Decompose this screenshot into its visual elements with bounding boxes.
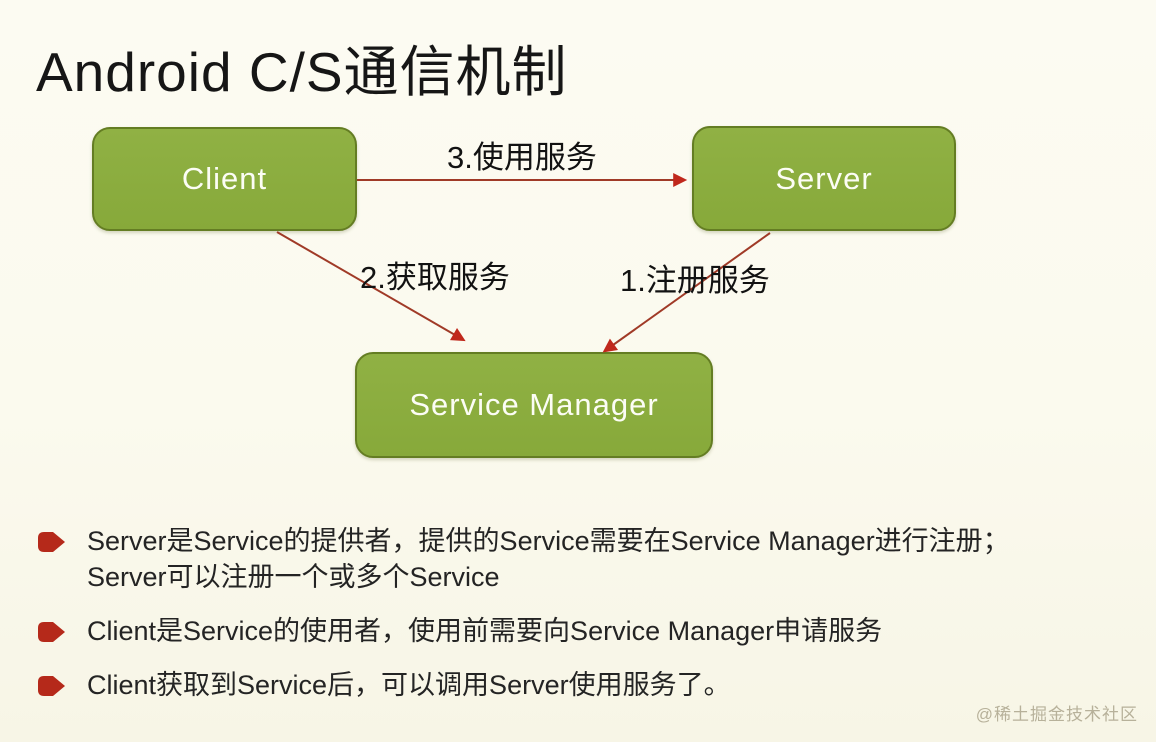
bullet-line: Server是Service的提供者，提供的Service需要在Service … (87, 526, 1010, 556)
diagram-node-service-manager: Service Manager (355, 352, 713, 458)
edge-label-use-service: 3.使用服务 (447, 140, 597, 175)
bullet-line: Server可以注册一个或多个Service (87, 562, 500, 592)
red-flag-bullet-icon (38, 532, 65, 552)
edge-label-register-service: 1.注册服务 (620, 263, 770, 298)
diagram-node-server: Server (692, 126, 956, 231)
red-flag-bullet-icon (38, 622, 65, 642)
edge-label-get-service: 2.获取服务 (360, 260, 510, 295)
bullet-item: Client获取到Service后，可以调用Server使用服务了。 (36, 667, 1142, 703)
bullet-line: Client获取到Service后，可以调用Server使用服务了。 (87, 670, 731, 700)
bullet-text: Client获取到Service后，可以调用Server使用服务了。 (87, 667, 731, 703)
node-server-label: Server (775, 160, 873, 196)
watermark: @稀土掘金技术社区 (975, 705, 1138, 724)
red-flag-bullet-icon (38, 676, 65, 696)
bullet-text: Client是Service的使用者，使用前需要向Service Manager… (87, 613, 882, 649)
page-title: Android C/S通信机制 (36, 40, 568, 103)
diagram-node-client: Client (92, 127, 357, 231)
node-client-label: Client (181, 161, 268, 196)
bullet-item: Server是Service的提供者，提供的Service需要在Service … (36, 523, 1142, 595)
bullet-text: Server是Service的提供者，提供的Service需要在Service … (87, 523, 1010, 595)
bullet-line: Client是Service的使用者，使用前需要向Service Manager… (87, 616, 883, 646)
node-service-manager-label: Service Manager (409, 387, 659, 422)
bullet-item: Client是Service的使用者，使用前需要向Service Manager… (36, 613, 1142, 649)
bullet-list: Server是Service的提供者，提供的Service需要在Service … (36, 523, 1142, 721)
